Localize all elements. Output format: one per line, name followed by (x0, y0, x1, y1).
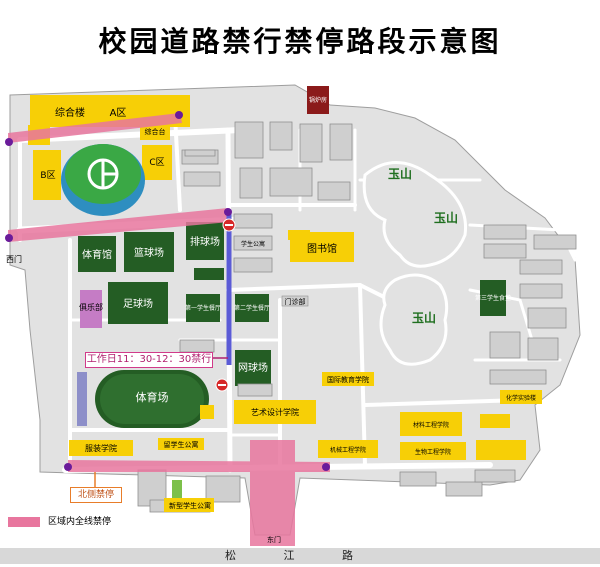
label-wangqiuchang: 网球场 (238, 361, 268, 374)
label-dongmen: 东门 (267, 535, 281, 544)
label-xuesheng-d: 第三学生食堂 (475, 294, 511, 302)
label-tushuguan: 图书馆 (307, 242, 337, 255)
label-jule: 俱乐部 (79, 302, 103, 312)
dorm-small-1 (194, 268, 224, 280)
label-guolu: 锅炉房 (309, 96, 327, 104)
label-xuesheng-b: 第一学生餐厅 (185, 304, 221, 312)
label-jixie: 机械工程学院 (330, 446, 366, 454)
label-west-gate: 西门 (6, 254, 22, 264)
label-paiqiuchang: 排球场 (190, 235, 220, 248)
yushan-hill-outline-2 (379, 273, 449, 366)
legend-no-parking-label: 区域内全线禁停 (48, 517, 112, 527)
lanqiuchang-building (124, 232, 174, 272)
label-shengwu: 生物工程学院 (415, 448, 451, 456)
xinxing-dorm-green (172, 480, 182, 498)
canteen-2 (235, 294, 269, 322)
mengu-building (281, 295, 309, 307)
label-yishu: 艺术设计学院 (251, 407, 299, 417)
label-lingxue: 留学生公寓 (164, 440, 199, 449)
label-tiyuguan: 体育馆 (82, 248, 112, 261)
dorm-blocks (137, 121, 577, 513)
no-entry-bar-top (225, 224, 233, 226)
yushan-hill-outline (362, 161, 468, 268)
stadium-center-mark (101, 160, 117, 188)
label-a-zone: A区 (110, 107, 127, 119)
label-guoji: 国际教育学院 (327, 375, 369, 384)
b-zone-building (33, 150, 61, 200)
canteen-1 (186, 294, 220, 322)
zuqiuchang-building (108, 282, 168, 324)
no-entry-bar-bottom (218, 384, 226, 386)
guolu-building (307, 86, 329, 114)
road-nodes (5, 111, 330, 471)
no-parking-zones (8, 113, 330, 546)
label-zonghe-tai: 综合台 (145, 127, 166, 136)
label-xinxing: 新型学生公寓 (169, 501, 211, 510)
paiqiuchang-building (186, 222, 224, 260)
north-no-parking-label: 北侧禁停 (70, 487, 122, 503)
label-c-zone: C区 (149, 157, 164, 168)
tiyuguan-building (78, 236, 116, 272)
map-title: 校园道路禁行禁停路段示意图 (98, 25, 502, 58)
no-pass-notice: 工作日11：30-12：30禁行 (85, 352, 213, 368)
songjiang-road: 松 江 路 (0, 548, 600, 564)
label-tiyuchang: 体育场 (136, 390, 169, 404)
c-zone-building (142, 145, 172, 180)
label-yushan-c: 玉山 (412, 310, 436, 325)
wangqiuchang-building (235, 350, 271, 386)
label-zonghe: 综合楼 (55, 106, 85, 119)
label-xuesheng-a: 学生公寓 (241, 240, 265, 248)
stadium-inner (100, 374, 204, 424)
label-mengu: 门诊部 (285, 297, 306, 306)
road-label: 松 江 路 (225, 549, 375, 562)
legend-no-parking-swatch (8, 517, 40, 527)
label-b-zone: B区 (40, 170, 55, 181)
label-yushan-b: 玉山 (434, 210, 458, 225)
label-fuzhuang: 服装学院 (85, 443, 117, 453)
jule-building (80, 290, 102, 328)
blue-strip (77, 372, 87, 426)
xinxing-dorm (164, 498, 214, 512)
label-xuesheng-c: 第二学生餐厅 (234, 304, 270, 312)
label-yushan-a: 玉山 (388, 166, 412, 181)
academic-buildings (69, 230, 542, 460)
label-zuqiuchang: 足球场 (123, 297, 153, 310)
label-huaxue: 化学实验楼 (506, 394, 536, 402)
label-lanqiuchang: 篮球场 (134, 246, 164, 259)
label-cailiao: 材料工程学院 (413, 421, 449, 429)
xuesheng-canteen-3 (480, 280, 506, 316)
campus-roads (16, 113, 577, 473)
